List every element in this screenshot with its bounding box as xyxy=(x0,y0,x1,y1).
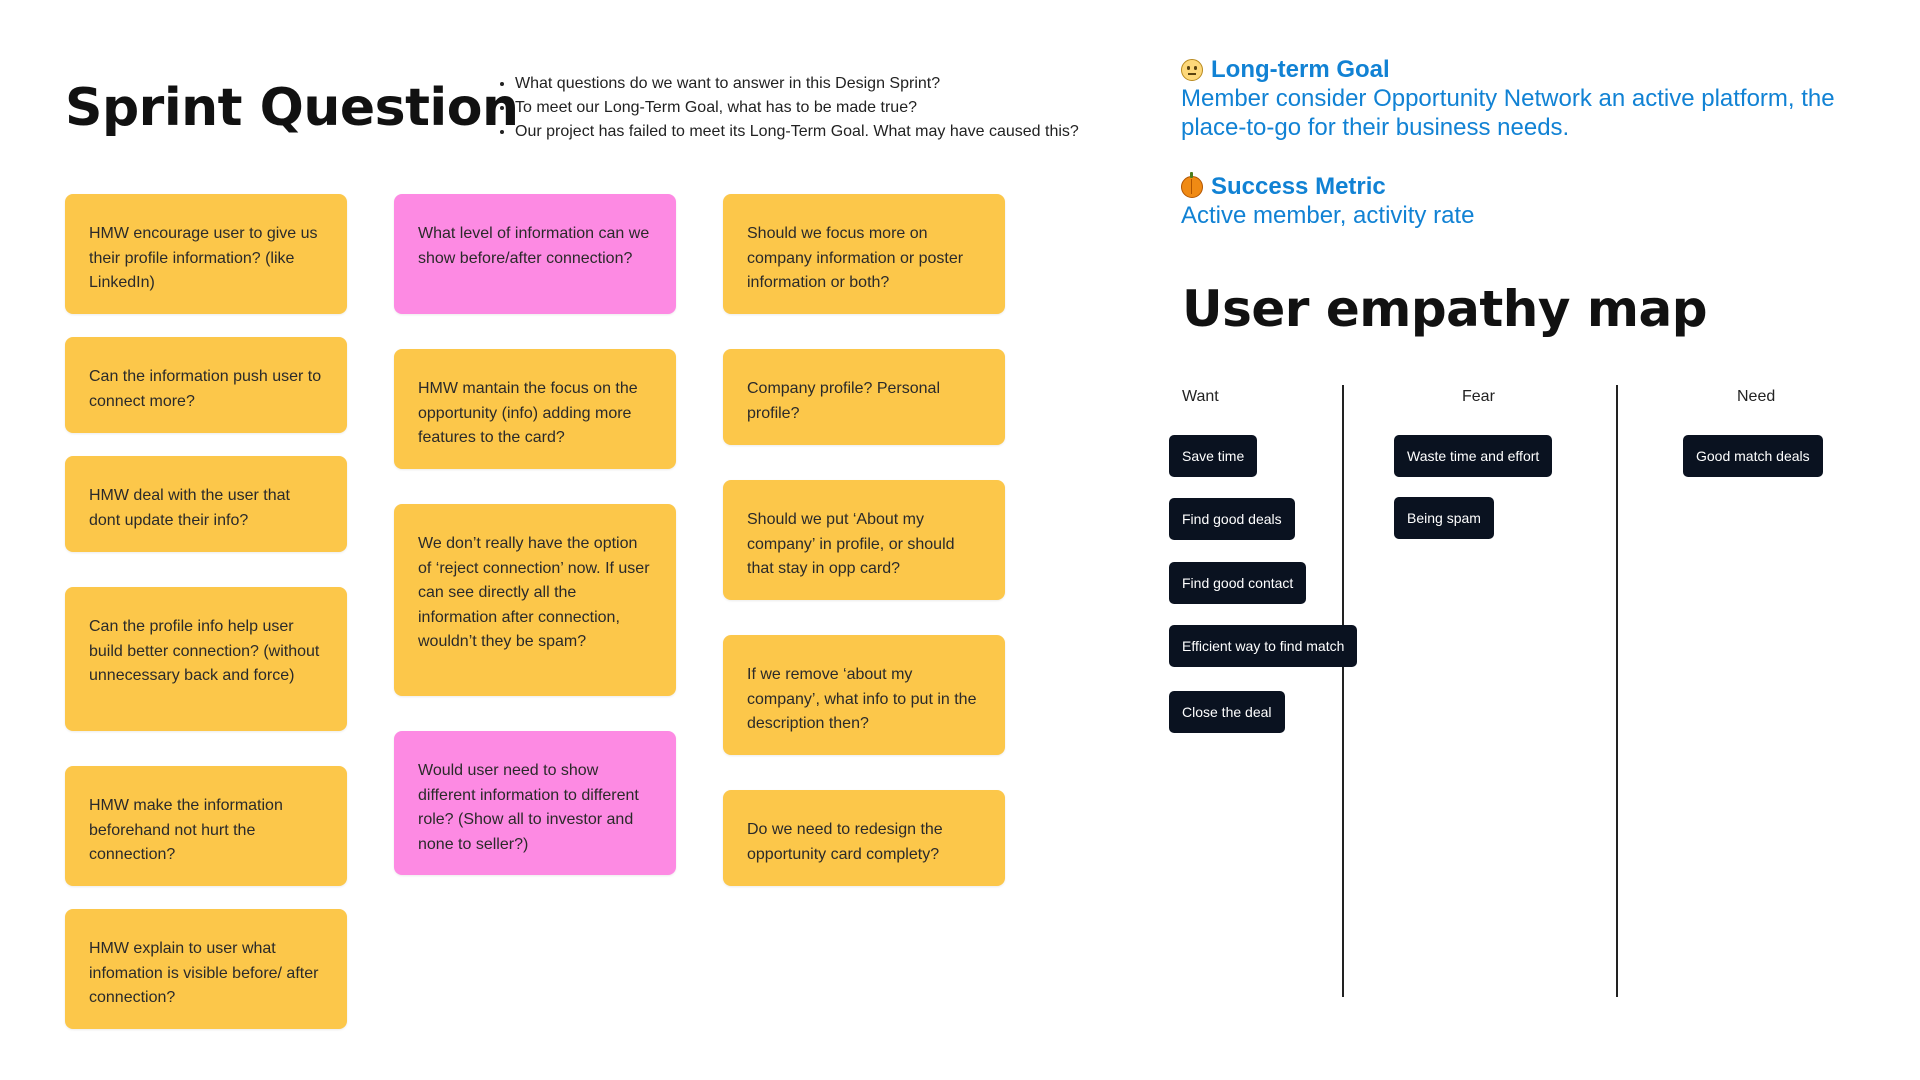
success-metric-heading: Success Metric xyxy=(1181,172,1881,201)
sticky-note[interactable]: Do we need to redesign the opportunity c… xyxy=(723,790,1005,886)
column-divider xyxy=(1616,385,1618,997)
sticky-note[interactable]: Should we put ‘About my company’ in prof… xyxy=(723,480,1005,600)
pumpkin-icon xyxy=(1181,172,1203,198)
long-term-goal: Long-term Goal Member consider Opportuni… xyxy=(1181,56,1881,142)
sprint-question-title: Sprint Question xyxy=(65,78,519,138)
success-metric-text: Active member, activity rate xyxy=(1181,202,1475,229)
sticky-note[interactable]: Should we focus more on company informat… xyxy=(723,194,1005,314)
sprint-question-bullets: What questions do we want to answer in t… xyxy=(497,72,1079,144)
want-chip[interactable]: Find good contact xyxy=(1169,562,1307,604)
column-header-fear: Fear xyxy=(1462,388,1495,405)
sprint-bullet: What questions do we want to answer in t… xyxy=(515,72,1079,96)
neutral-face-icon xyxy=(1181,59,1203,81)
sticky-note[interactable]: What level of information can we show be… xyxy=(394,194,676,314)
long-term-goal-title: Long-term Goal xyxy=(1211,56,1390,83)
want-chip[interactable]: Close the deal xyxy=(1169,691,1285,733)
sprint-bullet: To meet our Long-Term Goal, what has to … xyxy=(515,96,1079,120)
sticky-note[interactable]: We don’t really have the option of ‘reje… xyxy=(394,504,676,696)
need-chip[interactable]: Good match deals xyxy=(1683,435,1823,477)
fear-chip[interactable]: Being spam xyxy=(1394,497,1494,539)
sticky-note[interactable]: HMW encourage user to give us their prof… xyxy=(65,194,347,314)
empathy-map-title: User empathy map xyxy=(1182,280,1708,338)
fear-chip[interactable]: Waste time and effort xyxy=(1394,435,1553,477)
long-term-goal-text: Member consider Opportunity Network an a… xyxy=(1181,85,1835,141)
success-metric: Success Metric Active member, activity r… xyxy=(1181,172,1881,230)
sticky-note[interactable]: HMW deal with the user that dont update … xyxy=(65,456,347,552)
sticky-note[interactable]: Can the information push user to connect… xyxy=(65,337,347,433)
sticky-note[interactable]: If we remove ‘about my company’, what in… xyxy=(723,635,1005,755)
column-header-need: Need xyxy=(1737,388,1776,405)
success-metric-title: Success Metric xyxy=(1211,173,1386,200)
column-header-want: Want xyxy=(1182,388,1219,405)
want-chip[interactable]: Save time xyxy=(1169,435,1258,477)
sticky-note[interactable]: HMW make the information beforehand not … xyxy=(65,766,347,886)
sprint-bullet: Our project has failed to meet its Long-… xyxy=(515,120,1079,144)
want-chip[interactable]: Efficient way to find match xyxy=(1169,625,1358,667)
sticky-note[interactable]: Company profile? Personal profile? xyxy=(723,349,1005,445)
want-chip[interactable]: Find good deals xyxy=(1169,498,1295,540)
sticky-note[interactable]: HMW explain to user what infomation is v… xyxy=(65,909,347,1029)
sticky-note[interactable]: HMW mantain the focus on the opportunity… xyxy=(394,349,676,469)
sticky-note[interactable]: Can the profile info help user build bet… xyxy=(65,587,347,731)
long-term-goal-heading: Long-term Goal xyxy=(1181,56,1881,84)
sticky-note[interactable]: Would user need to show different inform… xyxy=(394,731,676,875)
column-divider xyxy=(1342,385,1344,997)
